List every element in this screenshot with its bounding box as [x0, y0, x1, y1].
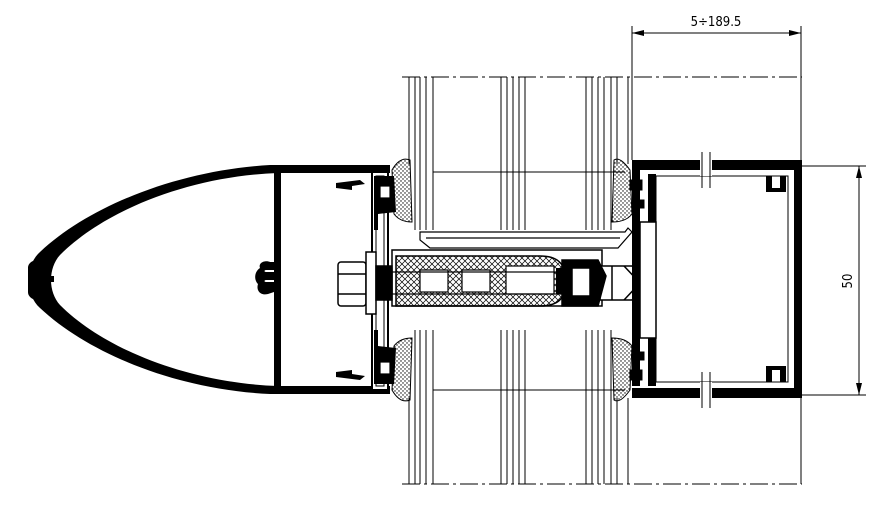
gaskets — [391, 158, 645, 402]
thermal-isolator — [395, 255, 582, 307]
glass-panes-bottom — [402, 330, 802, 485]
dimension-side: 50 — [800, 165, 866, 396]
dimension-side-label: 50 — [841, 274, 856, 289]
cap-profile-left — [28, 165, 390, 394]
dimension-top-label: 5÷189.5 — [691, 15, 742, 30]
mullion-profile — [632, 152, 802, 408]
glass-panes-top — [402, 76, 802, 230]
dimension-top: 5÷189.5 — [631, 15, 802, 160]
